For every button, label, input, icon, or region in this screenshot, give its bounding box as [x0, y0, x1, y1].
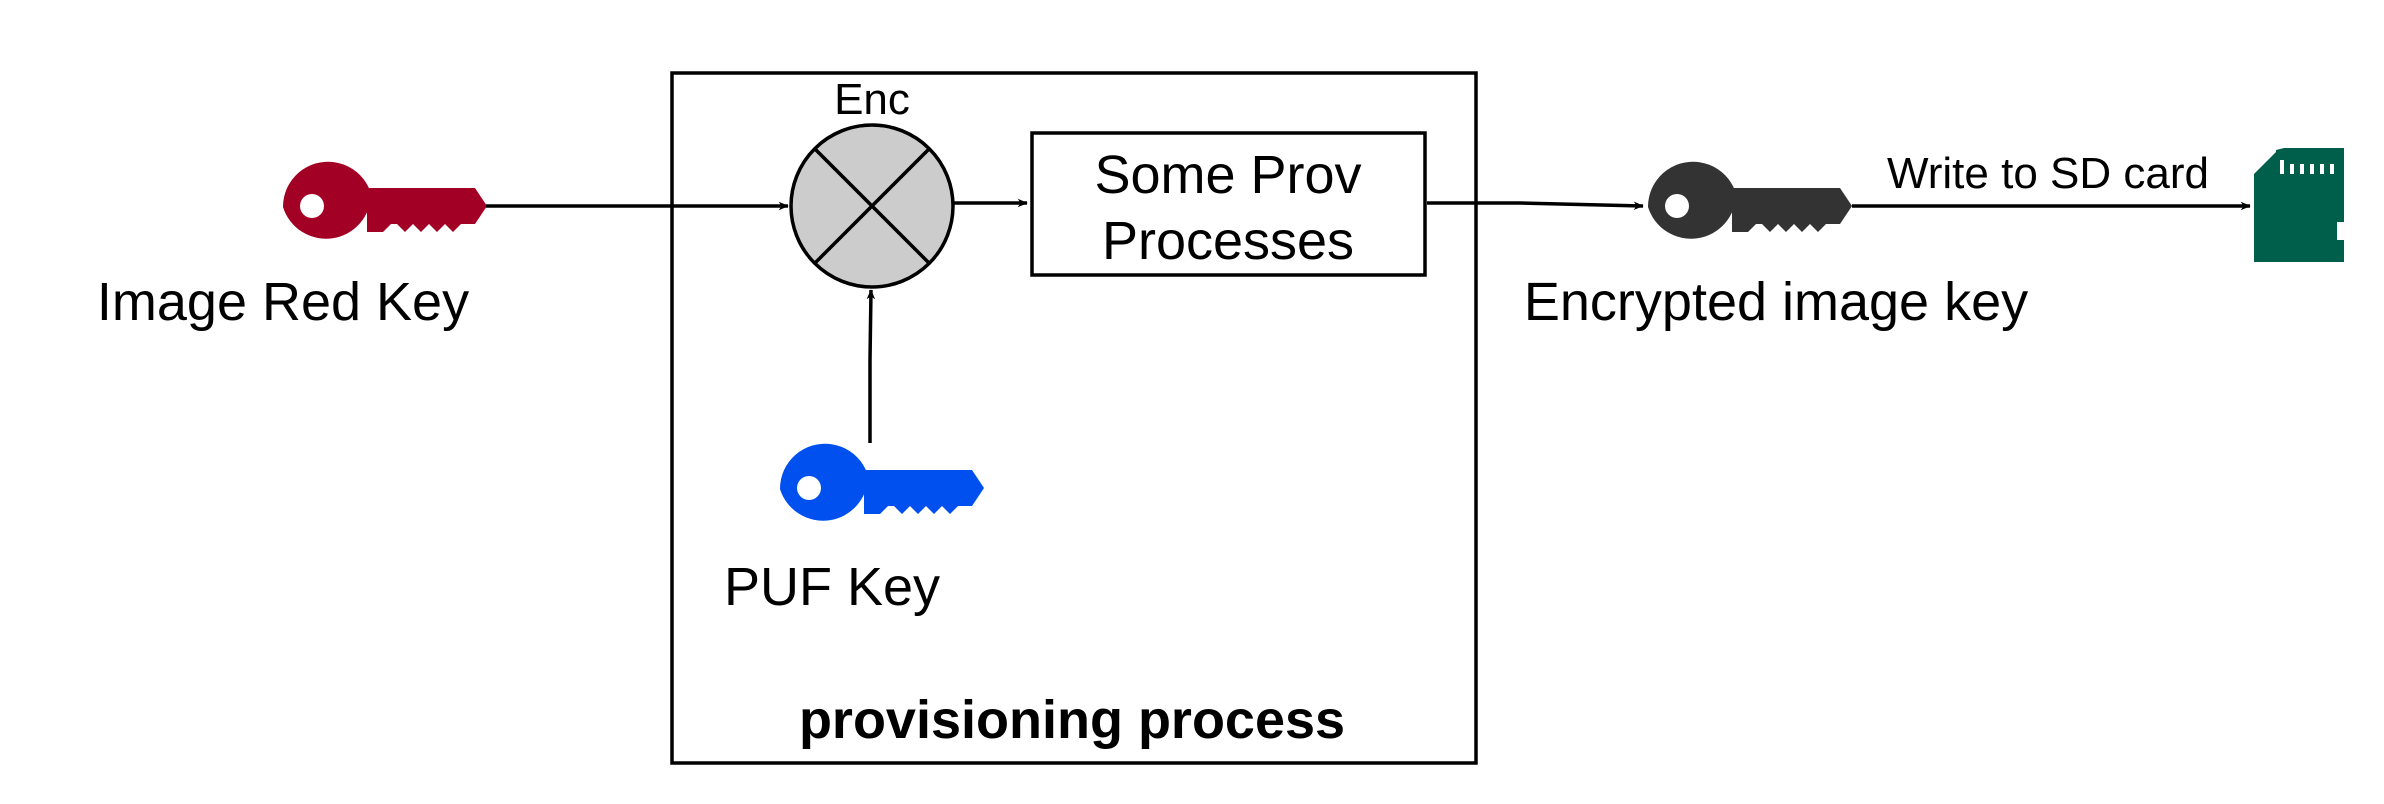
write-to-sd-label: Write to SD card — [1887, 149, 2209, 198]
prov-processes-box — [1030, 131, 1427, 277]
enc-label: Enc — [834, 75, 910, 124]
encrypted-image-key-label: Encrypted image key — [1524, 272, 2028, 332]
puf-key-icon — [779, 443, 984, 521]
edge-processes-to-encrypted-key — [1427, 201, 1644, 211]
prov-processes-label-line2: Processes — [1102, 211, 1354, 271]
sd-card-icon — [2254, 148, 2344, 262]
edge-puf-key-to-enc — [866, 289, 876, 443]
provisioning-process-box — [670, 71, 1478, 765]
prov-processes-label-line1: Some Prov — [1094, 145, 1361, 205]
image-red-key-label: Image Red Key — [97, 272, 469, 332]
provisioning-process-label: provisioning process — [799, 690, 1345, 750]
puf-key-label: PUF Key — [724, 557, 940, 617]
enc-operator — [789, 123, 955, 289]
encrypted-image-key-icon — [1647, 161, 1852, 239]
image-red-key-icon — [282, 161, 487, 239]
